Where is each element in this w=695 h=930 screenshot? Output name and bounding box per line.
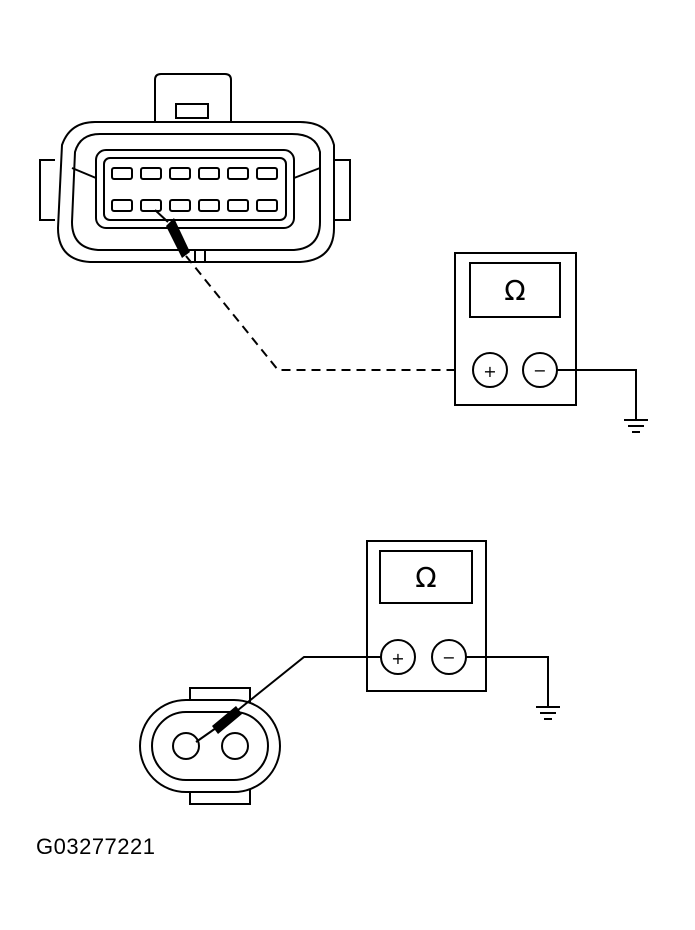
- plus-label: +: [483, 362, 496, 381]
- pin-slot: [169, 199, 191, 212]
- ohm-symbol: Ω: [504, 274, 525, 307]
- minus-label: −: [442, 648, 455, 667]
- meter-display: [379, 550, 473, 604]
- plus-terminal: [472, 352, 508, 388]
- pin-slot: [140, 167, 162, 180]
- multi-pin-connector: [39, 73, 351, 263]
- probe-top: [154, 209, 470, 371]
- minus-label: −: [533, 361, 546, 380]
- pin-slot: [198, 199, 220, 212]
- ohm-symbol: Ω: [415, 561, 436, 594]
- pin-slot: [256, 167, 278, 180]
- probe-bottom: [195, 656, 381, 743]
- two-pin-connector: [139, 687, 281, 805]
- pin-slot: [169, 167, 191, 180]
- ohmmeter-top: Ω + −: [454, 252, 577, 406]
- pin-slot: [227, 167, 249, 180]
- pin-slot: [227, 199, 249, 212]
- meter-display: [469, 262, 561, 318]
- pin-slot: [256, 199, 278, 212]
- pin-hole: [221, 732, 249, 760]
- ground-lead-top: [557, 369, 648, 433]
- pin-hole: [172, 732, 200, 760]
- figure-id: G03277221: [36, 834, 156, 859]
- ground-lead-bottom: [466, 656, 560, 720]
- pin-slot: [111, 199, 133, 212]
- connector-pin-slots: [111, 167, 278, 212]
- ohmmeter-bottom: Ω + −: [366, 540, 487, 692]
- pin-slot: [198, 167, 220, 180]
- pin-slot: [140, 199, 162, 212]
- pin-slot: [111, 167, 133, 180]
- plus-label: +: [391, 649, 404, 668]
